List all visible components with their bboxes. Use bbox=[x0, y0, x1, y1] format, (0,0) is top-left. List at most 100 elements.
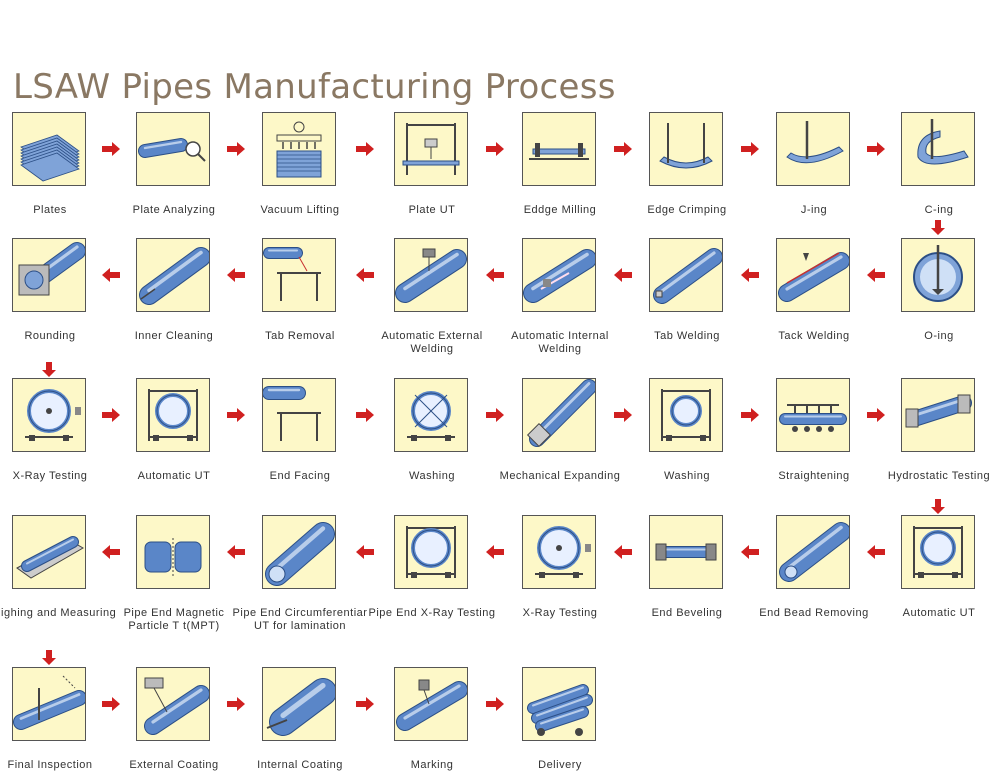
step-label: Pipe End Circumferentiar UT for laminati… bbox=[232, 607, 368, 632]
step-label: End Facing bbox=[269, 470, 331, 482]
xray-testing-icon bbox=[522, 515, 596, 589]
step-label: Pipe End Magnetic Particle T t(MPT) bbox=[123, 607, 225, 632]
flow-arrow-right bbox=[486, 697, 504, 711]
pipe-end-xray-icon bbox=[394, 515, 468, 589]
step-label: O-ing bbox=[924, 330, 954, 342]
external-welding-icon bbox=[394, 238, 468, 312]
flow-arrow-left bbox=[102, 545, 120, 559]
step-label: Plate Analyzing bbox=[132, 204, 216, 216]
flow-arrow-left bbox=[741, 545, 759, 559]
flow-arrow-right bbox=[867, 142, 885, 156]
flow-arrow-right bbox=[227, 142, 245, 156]
flow-arrow-left bbox=[867, 545, 885, 559]
flow-arrow-right bbox=[356, 697, 374, 711]
delivery-icon bbox=[522, 667, 596, 741]
plates-stack-icon bbox=[12, 112, 86, 186]
step-label: Inner Cleaning bbox=[134, 330, 214, 342]
step-label: Rounding bbox=[24, 330, 76, 342]
step-label: Delivery bbox=[538, 759, 582, 771]
washing-icon bbox=[394, 378, 468, 452]
plate-analyzer-icon bbox=[136, 112, 210, 186]
flow-arrow-right bbox=[486, 408, 504, 422]
internal-coating-icon bbox=[262, 667, 336, 741]
step-label: Final Inspection bbox=[7, 759, 93, 771]
step-label: Automatic UT bbox=[137, 470, 211, 482]
flow-arrow-down bbox=[931, 499, 945, 514]
straightening-icon bbox=[776, 378, 850, 452]
c-forming-icon bbox=[901, 112, 975, 186]
step-label: Plate UT bbox=[408, 204, 456, 216]
step-label: J-ing bbox=[800, 204, 828, 216]
step-label: Weighing and Measuring bbox=[0, 607, 117, 619]
vacuum-lifter-icon bbox=[262, 112, 336, 186]
flow-arrow-left bbox=[486, 545, 504, 559]
hydrostatic-testing-icon bbox=[901, 378, 975, 452]
step-label: End Beveling bbox=[651, 607, 723, 619]
o-forming-icon bbox=[901, 238, 975, 312]
end-facing-icon bbox=[262, 378, 336, 452]
step-label: Automatic External Welding bbox=[381, 330, 483, 355]
edge-milling-icon bbox=[522, 112, 596, 186]
flow-arrow-left bbox=[227, 268, 245, 282]
plate-ut-gantry-icon bbox=[394, 112, 468, 186]
flow-arrow-right bbox=[614, 142, 632, 156]
flow-arrow-right bbox=[102, 697, 120, 711]
flow-arrow-left bbox=[227, 545, 245, 559]
step-label: Washing bbox=[664, 470, 710, 482]
tack-welding-icon bbox=[776, 238, 850, 312]
end-beveling-icon bbox=[649, 515, 723, 589]
tab-removal-icon bbox=[262, 238, 336, 312]
step-label: Mechanical Expanding bbox=[499, 470, 621, 482]
flow-arrow-left bbox=[356, 545, 374, 559]
flow-arrow-left bbox=[486, 268, 504, 282]
step-label: Edge Crimping bbox=[647, 204, 727, 216]
pipe-end-ut-icon bbox=[262, 515, 336, 589]
automatic-ut-icon bbox=[136, 378, 210, 452]
end-bead-removing-icon bbox=[776, 515, 850, 589]
flow-arrow-right bbox=[614, 408, 632, 422]
flow-arrow-right bbox=[102, 142, 120, 156]
step-label: Vacuum Lifting bbox=[260, 204, 340, 216]
step-label: Pipe End X-Ray Testing bbox=[368, 607, 496, 619]
step-label: C-ing bbox=[924, 204, 954, 216]
step-label: X-Ray Testing bbox=[522, 607, 598, 619]
flow-arrow-left bbox=[356, 268, 374, 282]
step-label: Plates bbox=[33, 204, 67, 216]
automatic-ut-icon bbox=[901, 515, 975, 589]
flow-arrow-right bbox=[741, 408, 759, 422]
external-coating-icon bbox=[136, 667, 210, 741]
flow-arrow-right bbox=[102, 408, 120, 422]
flow-arrow-down bbox=[931, 220, 945, 235]
flow-arrow-right bbox=[356, 408, 374, 422]
page-title: LSAW Pipes Manufacturing Process bbox=[13, 66, 616, 107]
flow-arrow-left bbox=[614, 268, 632, 282]
step-label: End Bead Removing bbox=[759, 607, 869, 619]
mechanical-expanding-icon bbox=[522, 378, 596, 452]
step-label: Straightening bbox=[778, 470, 850, 482]
washing-frame-icon bbox=[649, 378, 723, 452]
step-label: Tack Welding bbox=[778, 330, 850, 342]
weighing-icon bbox=[12, 515, 86, 589]
step-label: Automatic Internal Welding bbox=[511, 330, 609, 355]
flow-arrow-left bbox=[614, 545, 632, 559]
final-inspection-icon bbox=[12, 667, 86, 741]
flow-arrow-left bbox=[867, 268, 885, 282]
flow-arrow-right bbox=[741, 142, 759, 156]
j-forming-icon bbox=[776, 112, 850, 186]
step-label: Washing bbox=[409, 470, 455, 482]
step-label: External Coating bbox=[129, 759, 219, 771]
tab-welding-icon bbox=[649, 238, 723, 312]
internal-welding-icon bbox=[522, 238, 596, 312]
marking-icon bbox=[394, 667, 468, 741]
flow-arrow-left bbox=[102, 268, 120, 282]
step-label: Hydrostatic Testing bbox=[887, 470, 991, 482]
step-label: Eddge Milling bbox=[523, 204, 597, 216]
flow-arrow-down bbox=[42, 362, 56, 377]
flow-arrow-down bbox=[42, 650, 56, 665]
flow-arrow-right bbox=[867, 408, 885, 422]
magnetic-particle-icon bbox=[136, 515, 210, 589]
xray-testing-icon bbox=[12, 378, 86, 452]
step-label: Tab Welding bbox=[654, 330, 720, 342]
step-label: X-Ray Testing bbox=[12, 470, 88, 482]
rounding-icon bbox=[12, 238, 86, 312]
